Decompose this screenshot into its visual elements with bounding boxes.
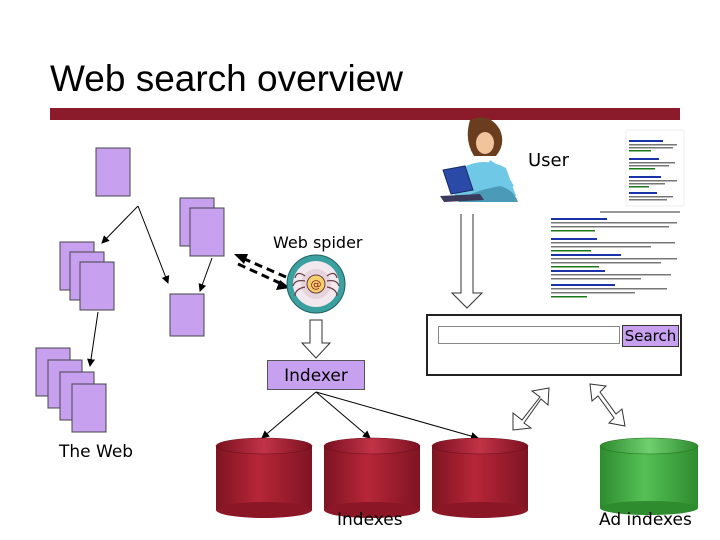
- web-page: [189, 207, 225, 257]
- search-button[interactable]: Search: [622, 325, 679, 347]
- crawl-arrows: [237, 256, 287, 286]
- web-page: [79, 261, 115, 311]
- page-title: Web search overview: [50, 58, 404, 99]
- search-results-thumbnail: [548, 129, 685, 302]
- user-to-search-arrow: [450, 212, 484, 309]
- index-cylinder: [215, 437, 313, 518]
- index-cylinder: [323, 437, 421, 518]
- indexer-to-index-arrows: [261, 391, 479, 440]
- indexer-box: Indexer: [267, 360, 365, 390]
- ad-indexes-label: Ad indexes: [599, 510, 692, 530]
- user-at-laptop-icon: [437, 117, 523, 214]
- web-spider-label: Web spider: [273, 233, 363, 252]
- web-pages: [35, 147, 225, 433]
- index-cylinders: [215, 437, 529, 518]
- user-label: User: [528, 150, 570, 171]
- the-web-label: The Web: [59, 442, 134, 462]
- search-input[interactable]: [438, 326, 620, 344]
- index-cylinder: [431, 437, 529, 518]
- link-arrows: [87, 205, 213, 367]
- web-page: [95, 147, 131, 197]
- indexes-label: Indexes: [337, 510, 403, 530]
- web-page: [169, 293, 205, 337]
- query-double-arrows: [512, 383, 626, 431]
- title-bar: [50, 108, 680, 120]
- web-page: [71, 383, 107, 433]
- svg-text:@: @: [311, 278, 322, 291]
- spider-icon: @: [286, 254, 346, 314]
- spider-to-indexer-arrow: [300, 319, 332, 359]
- ad-index-cylinder: [599, 437, 699, 515]
